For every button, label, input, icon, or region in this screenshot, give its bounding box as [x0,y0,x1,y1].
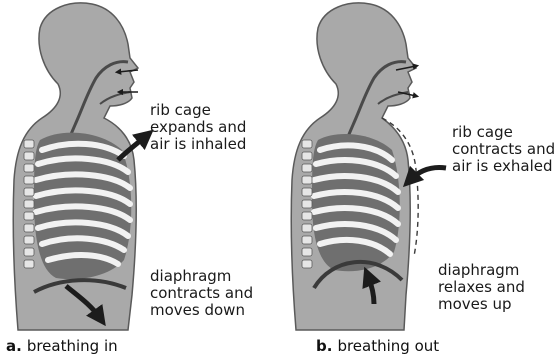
spine [24,140,34,268]
caption-breathing-in: a.breathing in [6,337,118,355]
rib-cage-note: rib cage contracts and air is exhaled [452,124,555,175]
caption-breathing-out: b.breathing out [316,337,439,355]
panel-breathing-in: rib cage expands and air is inhaled diap… [0,0,278,360]
spine [302,140,312,268]
panel-breathing-out: rib cage contracts and air is exhaled di… [278,0,556,360]
diaphragm-note: diaphragm contracts and moves down [150,268,253,319]
rib-cage-note: rib cage expands and air is inhaled [150,102,246,153]
diaphragm-note: diaphragm relaxes and moves up [438,262,525,313]
